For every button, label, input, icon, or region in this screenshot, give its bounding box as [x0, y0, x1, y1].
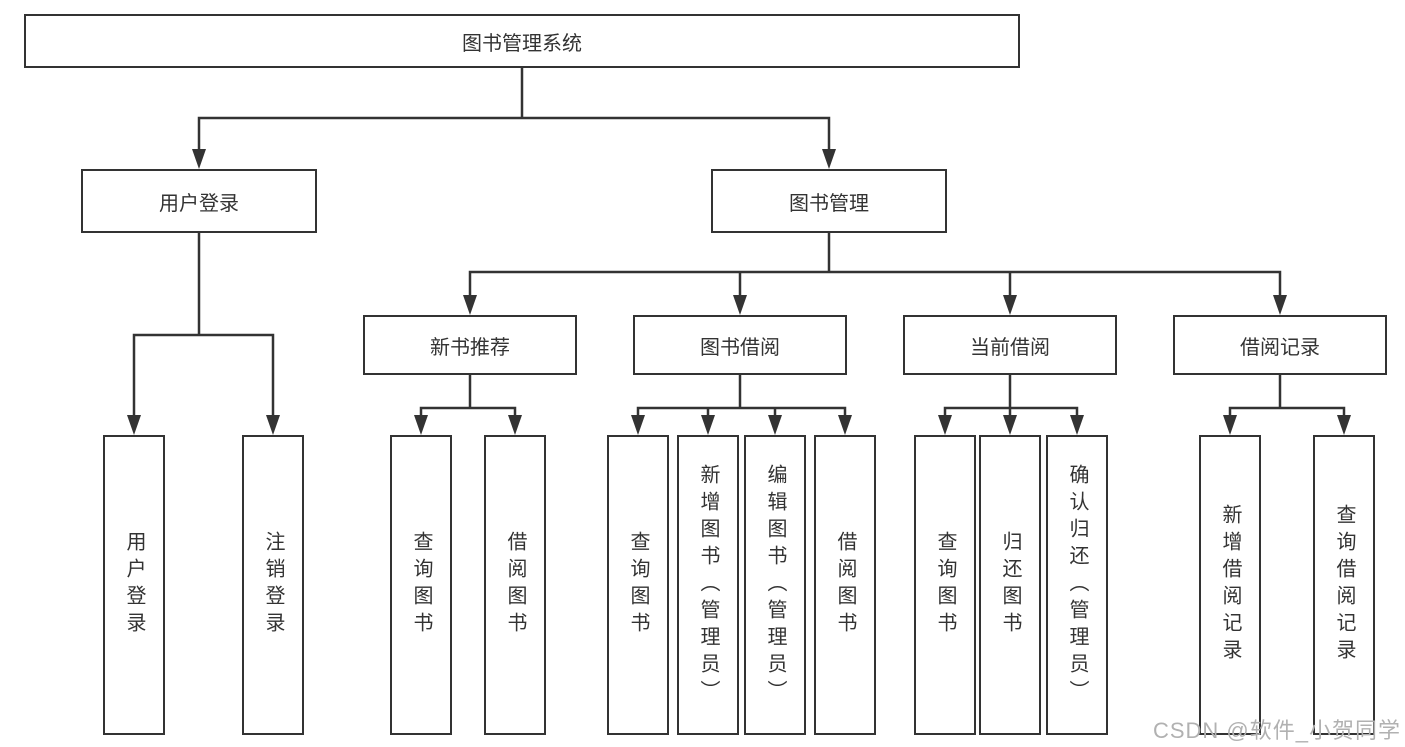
leaf-newbooks-query-books-label: 查询图书	[410, 531, 432, 639]
arrow-down-icon	[838, 415, 852, 435]
connector-userlogin-to-leaves	[132, 233, 275, 416]
connector-currentborrow-to-leaves	[943, 375, 1079, 416]
leaf-confirm-return-admin-label: 确认归还（管理员）	[1066, 463, 1088, 707]
node-new-book-recommend: 新书推荐	[363, 315, 577, 375]
leaf-borrow-borrow-books: 借阅图书	[814, 435, 876, 735]
arrow-down-icon	[1273, 295, 1287, 315]
leaf-newbooks-borrow-books: 借阅图书	[484, 435, 546, 735]
leaf-borrow-borrow-books-label: 借阅图书	[834, 531, 856, 639]
leaf-edit-book-admin-label: 编辑图书（管理员）	[764, 463, 786, 707]
leaf-borrow-query-books-label: 查询图书	[627, 531, 649, 639]
arrow-down-icon	[192, 149, 206, 169]
connector-borrowrecords-to-leaves	[1228, 375, 1346, 416]
arrow-down-icon	[822, 149, 836, 169]
node-book-management: 图书管理	[711, 169, 947, 233]
node-book-borrowing: 图书借阅	[633, 315, 847, 375]
arrow-down-icon	[733, 295, 747, 315]
arrow-down-icon	[938, 415, 952, 435]
leaf-logout: 注销登录	[242, 435, 304, 735]
node-current-borrowing-label: 当前借阅	[970, 336, 1050, 359]
arrow-down-icon	[127, 415, 141, 435]
arrow-down-icon	[768, 415, 782, 435]
connector-bookmgmt-to-level3	[468, 233, 1282, 296]
arrow-down-icon	[701, 415, 715, 435]
leaf-edit-book-admin: 编辑图书（管理员）	[744, 435, 806, 735]
connector-root-to-level2	[197, 68, 831, 150]
node-borrow-records-label: 借阅记录	[1240, 336, 1320, 359]
arrow-down-icon	[1223, 415, 1237, 435]
node-current-borrowing: 当前借阅	[903, 315, 1117, 375]
node-new-book-recommend-label: 新书推荐	[430, 336, 510, 359]
csdn-watermark: CSDN @软件_小贺同学	[1152, 718, 1401, 743]
connector-bookborrow-to-leaves	[636, 375, 847, 416]
leaf-borrow-query-books: 查询图书	[607, 435, 669, 735]
leaf-logout-label: 注销登录	[262, 531, 284, 639]
leaf-add-book-admin-label: 新增图书（管理员）	[697, 463, 719, 707]
leaf-return-books-label: 归还图书	[999, 531, 1021, 639]
leaf-newbooks-borrow-books-label: 借阅图书	[504, 531, 526, 639]
node-user-login: 用户登录	[81, 169, 317, 233]
arrow-down-icon	[1003, 415, 1017, 435]
arrow-down-icon	[1070, 415, 1084, 435]
leaf-current-query-books-label: 查询图书	[934, 531, 956, 639]
node-book-borrowing-label: 图书借阅	[700, 336, 780, 359]
leaf-current-query-books: 查询图书	[914, 435, 976, 735]
leaf-add-book-admin: 新增图书（管理员）	[677, 435, 739, 735]
node-library-system: 图书管理系统	[24, 14, 1020, 68]
leaf-query-borrow-record: 查询借阅记录	[1313, 435, 1375, 735]
node-library-system-label: 图书管理系统	[462, 32, 582, 55]
connector-newbooks-to-leaves	[419, 375, 517, 416]
node-borrow-records: 借阅记录	[1173, 315, 1387, 375]
leaf-user-login-label: 用户登录	[123, 531, 145, 639]
leaf-add-borrow-record-label: 新增借阅记录	[1219, 504, 1241, 666]
leaf-add-borrow-record: 新增借阅记录	[1199, 435, 1261, 735]
arrow-down-icon	[463, 295, 477, 315]
leaf-newbooks-query-books: 查询图书	[390, 435, 452, 735]
leaf-user-login: 用户登录	[103, 435, 165, 735]
arrow-down-icon	[1003, 295, 1017, 315]
arrow-down-icon	[266, 415, 280, 435]
leaf-confirm-return-admin: 确认归还（管理员）	[1046, 435, 1108, 735]
node-book-management-label: 图书管理	[789, 192, 869, 215]
arrow-down-icon	[1337, 415, 1351, 435]
leaf-return-books: 归还图书	[979, 435, 1041, 735]
leaf-query-borrow-record-label: 查询借阅记录	[1333, 504, 1355, 666]
arrow-down-icon	[414, 415, 428, 435]
arrow-down-icon	[508, 415, 522, 435]
arrow-down-icon	[631, 415, 645, 435]
node-user-login-label: 用户登录	[159, 192, 239, 215]
